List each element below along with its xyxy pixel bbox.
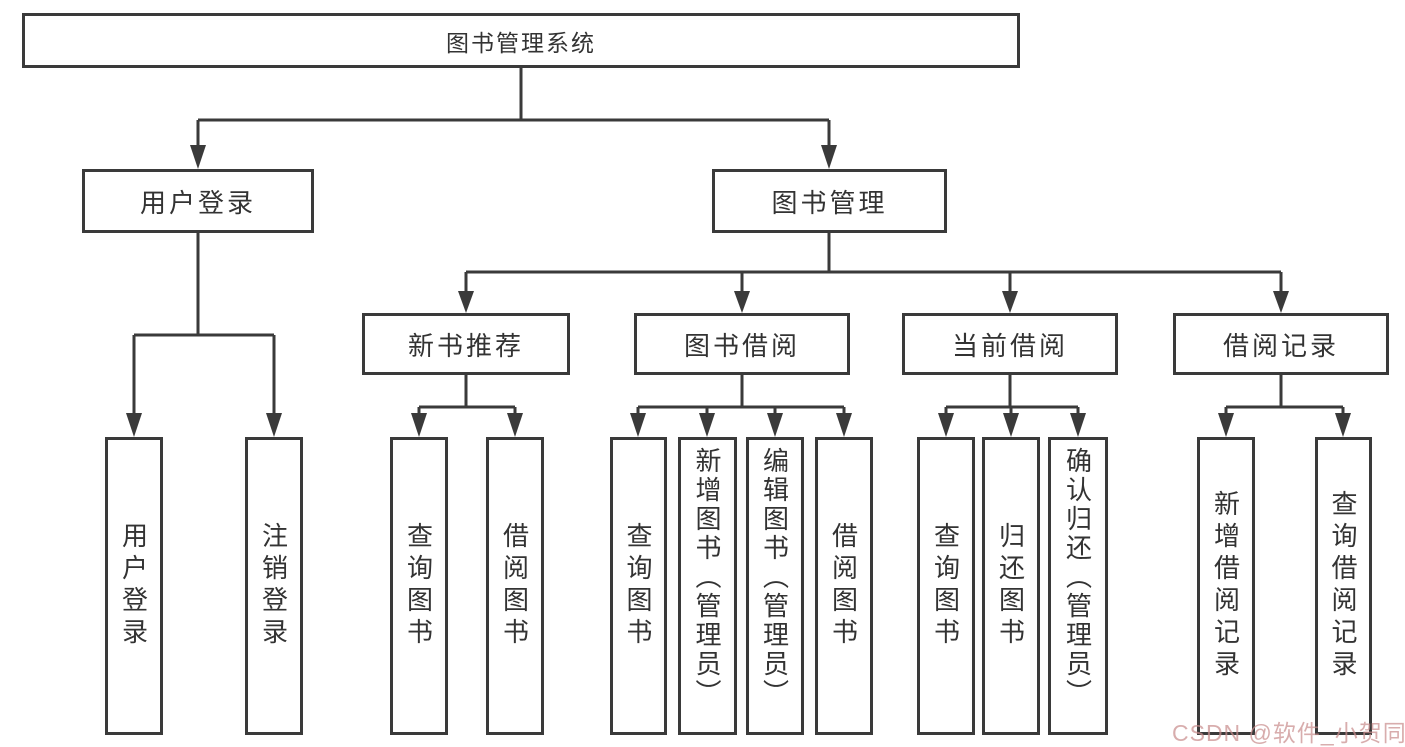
leaf-query-books-recommend: 查询图书 bbox=[390, 437, 448, 735]
arrowheads bbox=[126, 145, 1351, 437]
node-new-book-recommend: 新书推荐 bbox=[362, 313, 570, 375]
node-book-borrowing: 图书借阅 bbox=[634, 313, 850, 375]
leaf-add-borrow-record: 新增借阅记录 bbox=[1197, 437, 1255, 735]
leaf-query-borrow-record: 查询借阅记录 bbox=[1315, 437, 1372, 735]
watermark: CSDN @软件_小贺同学 bbox=[1172, 720, 1405, 746]
connector-paths bbox=[132, 67, 1345, 415]
leaf-return-books: 归还图书 bbox=[982, 437, 1040, 735]
leaf-edit-books-admin: 编辑图书（管理员） bbox=[746, 437, 804, 735]
node-user-login: 用户登录 bbox=[82, 169, 314, 233]
node-current-borrowing: 当前借阅 bbox=[902, 313, 1118, 375]
node-root-system: 图书管理系统 bbox=[22, 13, 1020, 68]
node-book-management: 图书管理 bbox=[712, 169, 947, 233]
leaf-borrow-books-recommend: 借阅图书 bbox=[486, 437, 544, 735]
leaf-user-login: 用户登录 bbox=[105, 437, 163, 735]
node-borrow-records: 借阅记录 bbox=[1173, 313, 1389, 375]
leaf-confirm-return-admin: 确认归还（管理员） bbox=[1048, 437, 1108, 735]
leaf-logout: 注销登录 bbox=[245, 437, 303, 735]
leaf-query-books-current: 查询图书 bbox=[917, 437, 975, 735]
leaf-query-books-borrowing: 查询图书 bbox=[610, 437, 667, 735]
leaf-borrow-books-borrowing: 借阅图书 bbox=[815, 437, 873, 735]
leaf-add-books-admin: 新增图书（管理员） bbox=[678, 437, 737, 735]
